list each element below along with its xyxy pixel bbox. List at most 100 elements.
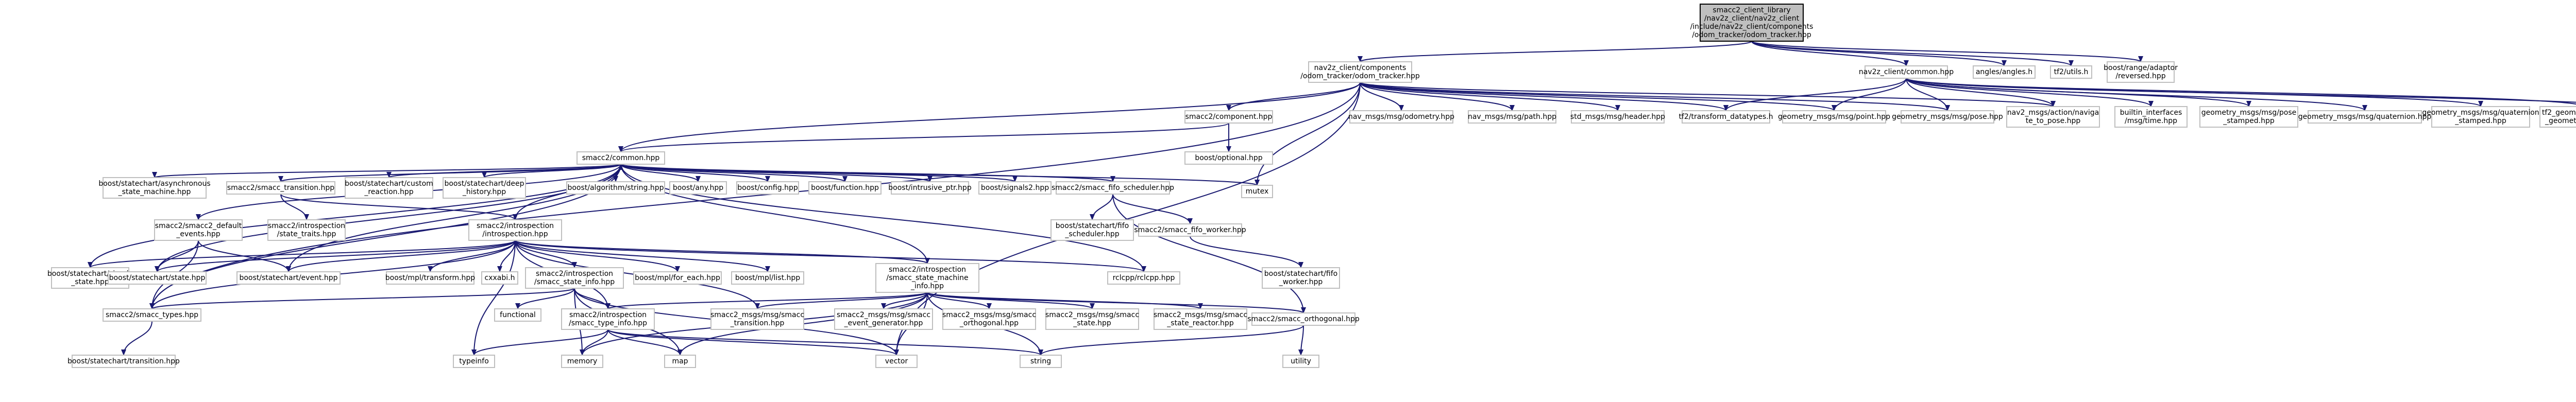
node-functional[interactable]: functional xyxy=(494,308,541,322)
node-sc_simple_state[interactable]: boost/statechart/simple_state.hpp xyxy=(47,267,133,289)
node-sc_fifo_scheduler[interactable]: boost/statechart/fifo_scheduler.hpp xyxy=(1050,219,1134,241)
node-geo_pose_stamped[interactable]: geometry_msgs/msg/pose_stamped.hpp xyxy=(2199,106,2298,128)
node-smacc2_sm_info[interactable]: smacc2/introspection/smacc_state_machine… xyxy=(875,263,979,293)
node-odom_tracker_hpp[interactable]: nav2z_client/components/odom_tracker/odo… xyxy=(1300,61,1420,83)
node-utility[interactable]: utility xyxy=(1282,355,1319,368)
node-geo_pose[interactable]: geometry_msgs/msg/pose.hpp xyxy=(1892,110,2003,124)
node-label: boost/statechart/transition.hpp xyxy=(67,357,180,365)
node-boost_config[interactable]: boost/config.hpp xyxy=(736,181,799,195)
node-tf2_datatypes[interactable]: tf2/transform_datatypes.h xyxy=(1679,110,1773,124)
node-smacc2_default_events[interactable]: smacc2/smacc2_default_events.hpp xyxy=(154,219,243,241)
node-label: cxxabi.h xyxy=(485,274,515,282)
node-label: smacc2_msgs/msg/smacc xyxy=(1154,311,1247,319)
node-box xyxy=(1045,308,1139,330)
node-geo_quat_stamped[interactable]: geometry_msgs/msg/quaternion_stamped.hpp xyxy=(2422,106,2539,128)
node-nav_odometry[interactable]: nav_msgs/msg/odometry.hpp xyxy=(1348,110,1454,124)
node-label: memory xyxy=(567,357,598,365)
node-label: boost/statechart/event.hpp xyxy=(239,274,337,282)
node-vector[interactable]: vector xyxy=(875,355,918,368)
node-label: utility xyxy=(1291,357,1311,365)
node-smacc2_fifo_worker[interactable]: smacc2/smacc_fifo_worker.hpp xyxy=(1134,223,1246,237)
edge-smacc2_transition-to-smacc2_introspection_state_traits xyxy=(280,194,309,220)
node-label: smacc2_client_library xyxy=(1713,6,1790,14)
node-boost_function[interactable]: boost/function.hpp xyxy=(808,181,882,195)
node-string[interactable]: string xyxy=(1020,355,1062,368)
edge-smacc2_common-to-sc_custom_reaction xyxy=(386,164,621,178)
node-boost_alg_string[interactable]: boost/algorithm/string.hpp xyxy=(566,181,665,195)
node-smacc2_orthogonal[interactable]: smacc2/smacc_orthogonal.hpp xyxy=(1247,312,1360,326)
node-smacc2_msg_state_reactor[interactable]: smacc2_msgs/msg/smacc_state_reactor.hpp xyxy=(1154,308,1247,330)
node-geo_point[interactable]: geometry_msgs/msg/point.hpp xyxy=(1778,110,1890,124)
node-smacc2_introspection_state_traits[interactable]: smacc2/introspection/state_traits.hpp xyxy=(267,219,346,241)
node-mutex[interactable]: mutex xyxy=(1241,185,1273,198)
node-box xyxy=(875,355,918,368)
node-smacc2_state_info[interactable]: smacc2/introspection/smacc_state_info.hp… xyxy=(525,267,624,289)
node-root: smacc2_client_library/nav2z_client/nav2z… xyxy=(1690,4,1813,42)
node-typeinfo[interactable]: typeinfo xyxy=(453,355,495,368)
node-boost_mpl_for_each[interactable]: boost/mpl/for_each.hpp xyxy=(633,271,722,285)
node-tf2_geo[interactable]: tf2_geometry_msgs/tf2_geometry_msgs.hpp xyxy=(2539,106,2576,128)
node-smacc2_introspection[interactable]: smacc2/introspection/introspection.hpp xyxy=(468,219,562,241)
node-smacc2_types[interactable]: smacc2/smacc_types.hpp xyxy=(103,308,201,322)
node-boost_mpl_transform[interactable]: boost/mpl/transform.hpp xyxy=(385,271,475,285)
node-box xyxy=(891,181,969,195)
node-smacc2_msg_state[interactable]: smacc2_msgs/msg/smacc_state.hpp xyxy=(1045,308,1139,330)
edge-odom_tracker_hpp-to-geo_pose xyxy=(1360,82,1950,111)
node-tf2_utils[interactable]: tf2/utils.h xyxy=(2050,65,2092,79)
node-label: smacc2/smacc2_default xyxy=(155,222,242,230)
node-box xyxy=(154,219,243,241)
edge-nav2z_common-to-tf2_geo xyxy=(1906,78,2576,105)
edge-odom_tracker_hpp-to-nav_odometry xyxy=(1360,82,1404,111)
node-cxxabi[interactable]: cxxabi.h xyxy=(481,271,518,285)
node-label: _scheduler.hpp xyxy=(1064,230,1119,238)
node-smacc2_transition[interactable]: smacc2/smacc_transition.hpp xyxy=(226,181,335,195)
node-box xyxy=(481,271,518,285)
node-label: /msg/time.hpp xyxy=(2125,117,2177,125)
node-rclcpp[interactable]: rclcpp/rclcpp.hpp xyxy=(1107,271,1180,285)
node-geo_quat[interactable]: geometry_msgs/msg/quaternion.hpp xyxy=(2298,110,2432,124)
node-sc_fifo_worker[interactable]: boost/statechart/fifo_worker.hpp xyxy=(1262,267,1340,289)
edge-smacc2_transition-to-smacc2_introspection xyxy=(280,194,518,220)
node-boost_intrusive[interactable]: boost/intrusive_ptr.hpp xyxy=(888,181,972,195)
node-label: boost/signals2.hpp xyxy=(981,184,1049,192)
node-nav_path[interactable]: nav_msgs/msg/path.hpp xyxy=(1468,110,1556,124)
edge-nav2z_common-to-nav2_action xyxy=(1906,78,2056,107)
node-smacc2_msg_orthogonal[interactable]: smacc2_msgs/msg/smacc_orthogonal.hpp xyxy=(942,308,1036,330)
node-smacc2_msg_transition[interactable]: smacc2_msgs/msg/smacc_transition.hpp xyxy=(710,308,804,330)
node-sc_state[interactable]: boost/statechart/state.hpp xyxy=(108,271,207,285)
node-sc_event[interactable]: boost/statechart/event.hpp xyxy=(236,271,341,285)
node-map[interactable]: map xyxy=(664,355,696,368)
edge-smacc2_introspection-to-sc_event xyxy=(286,240,516,272)
node-box xyxy=(1349,110,1453,124)
node-smacc2_msg_event_gen[interactable]: smacc2_msgs/msg/smacc_event_generator.hp… xyxy=(834,308,933,330)
node-sc_deep_history[interactable]: boost/statechart/deep_history.hpp xyxy=(443,177,526,199)
node-layer: smacc2_client_library/nav2z_client/nav2z… xyxy=(47,4,2576,368)
node-box xyxy=(345,177,433,199)
node-builtin_time[interactable]: builtin_interfaces/msg/time.hpp xyxy=(2114,106,2188,128)
node-sc_custom_reaction[interactable]: boost/statechart/custom_reaction.hpp xyxy=(345,177,433,199)
node-sc_async[interactable]: boost/statechart/asynchronous_state_mach… xyxy=(98,177,211,199)
node-smacc2_component[interactable]: smacc2/component.hpp xyxy=(1184,110,1273,124)
node-smacc2_fifo_sched[interactable]: smacc2/smacc_fifo_scheduler.hpp xyxy=(1052,181,1174,195)
node-nav2z_common[interactable]: nav2z_client/common.hpp xyxy=(1859,65,1954,79)
node-boost_range[interactable]: boost/range/adaptor/reversed.hpp xyxy=(2104,61,2178,83)
node-label: smacc2/smacc_orthogonal.hpp xyxy=(1247,315,1360,323)
node-smacc2_type_info[interactable]: smacc2/introspection/smacc_type_info.hpp xyxy=(561,308,655,330)
node-box xyxy=(1050,219,1134,241)
node-boost_signals2[interactable]: boost/signals2.hpp xyxy=(978,181,1052,195)
node-std_header[interactable]: std_msgs/msg/header.hpp xyxy=(1570,110,1665,124)
node-box xyxy=(2308,110,2422,124)
edge-smacc2_type_info-to-typeinfo xyxy=(471,329,608,356)
node-smacc2_common[interactable]: smacc2/common.hpp xyxy=(577,151,665,165)
node-boost_optional[interactable]: boost/optional.hpp xyxy=(1184,151,1273,165)
node-memory[interactable]: memory xyxy=(561,355,603,368)
node-sc_transition[interactable]: boost/statechart/transition.hpp xyxy=(67,355,180,368)
node-boost_mpl_list[interactable]: boost/mpl/list.hpp xyxy=(731,271,804,285)
node-label: _reaction.hpp xyxy=(364,188,413,196)
edge-root-to-nav2z_common xyxy=(1751,41,1909,66)
node-eigen_angles[interactable]: angles/angles.h xyxy=(1973,65,2036,79)
node-label: geometry_msgs/msg/quaternion.hpp xyxy=(2298,113,2432,121)
node-boost_any[interactable]: boost/any.hpp xyxy=(669,181,727,195)
node-box xyxy=(664,355,696,368)
